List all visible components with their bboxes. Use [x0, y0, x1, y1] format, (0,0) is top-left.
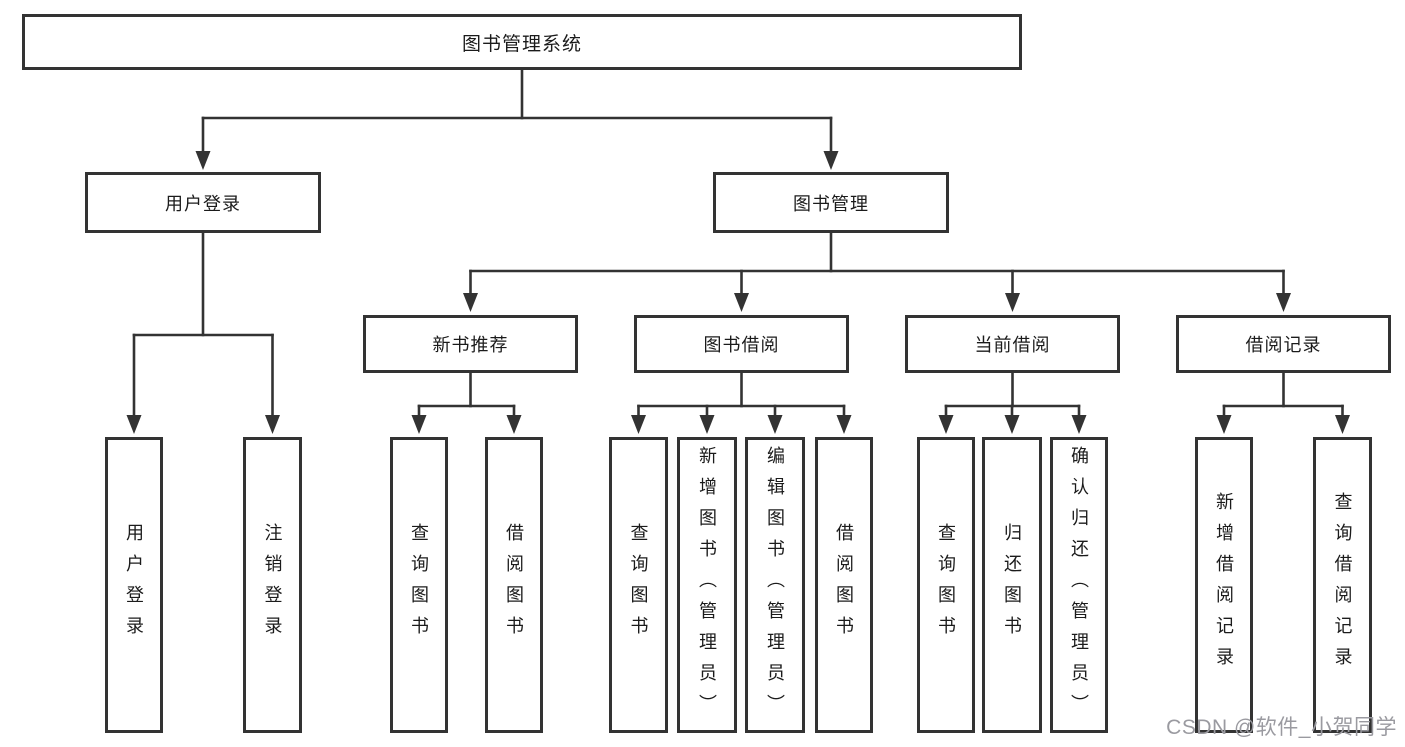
node-label: 确认归还（管理员）	[1069, 445, 1089, 725]
node-label: 图书借阅	[703, 335, 780, 355]
node-user-login: 用户登录	[85, 172, 321, 233]
node-label: 用户登录	[165, 193, 241, 214]
node-leaf-user-login: 用户登录	[105, 437, 163, 733]
node-label: 注销登录	[262, 523, 283, 647]
node-leaf-borrow-books-2: 借阅图书	[815, 437, 873, 733]
node-label: 借阅图书	[504, 523, 524, 647]
node-label: 查询图书	[628, 523, 649, 647]
node-leaf-logout: 注销登录	[243, 437, 302, 733]
node-label: 编辑图书（管理员）	[765, 445, 785, 725]
node-leaf-return-books: 归还图书	[982, 437, 1042, 733]
node-leaf-add-borrow-record: 新增借阅记录	[1195, 437, 1253, 733]
node-book-management: 图书管理	[713, 172, 949, 233]
node-label: 新书推荐	[432, 335, 509, 355]
node-label: 当前借阅	[974, 335, 1051, 355]
node-leaf-borrow-books-1: 借阅图书	[485, 437, 543, 733]
node-borrow-records: 借阅记录	[1176, 315, 1391, 373]
node-leaf-query-books-2: 查询图书	[609, 437, 668, 733]
node-leaf-query-books-1: 查询图书	[390, 437, 448, 733]
node-leaf-query-books-3: 查询图书	[917, 437, 975, 733]
node-label: 图书管理	[793, 193, 869, 214]
node-label: 借阅记录	[1245, 335, 1322, 355]
node-label: 图书管理系统	[461, 33, 582, 55]
node-label: 查询图书	[409, 523, 429, 647]
node-label: 借阅图书	[834, 523, 854, 647]
node-label: 查询图书	[936, 523, 956, 647]
node-book-borrow: 图书借阅	[634, 315, 849, 373]
node-new-book-recommend: 新书推荐	[363, 315, 578, 373]
node-leaf-query-borrow-record: 查询借阅记录	[1313, 437, 1372, 733]
node-leaf-add-books-admin: 新增图书（管理员）	[677, 437, 737, 733]
node-leaf-edit-books-admin: 编辑图书（管理员）	[745, 437, 805, 733]
node-library-management-system: 图书管理系统	[22, 14, 1022, 70]
node-label: 查询借阅记录	[1332, 492, 1353, 678]
node-label: 用户登录	[124, 523, 144, 647]
node-leaf-confirm-return-admin: 确认归还（管理员）	[1050, 437, 1108, 733]
node-label: 新增借阅记录	[1214, 492, 1234, 678]
node-label: 归还图书	[1002, 523, 1022, 647]
node-label: 新增图书（管理员）	[697, 445, 717, 725]
node-current-borrow: 当前借阅	[905, 315, 1120, 373]
watermark: CSDN @软件_小贺同学	[1166, 716, 1397, 739]
